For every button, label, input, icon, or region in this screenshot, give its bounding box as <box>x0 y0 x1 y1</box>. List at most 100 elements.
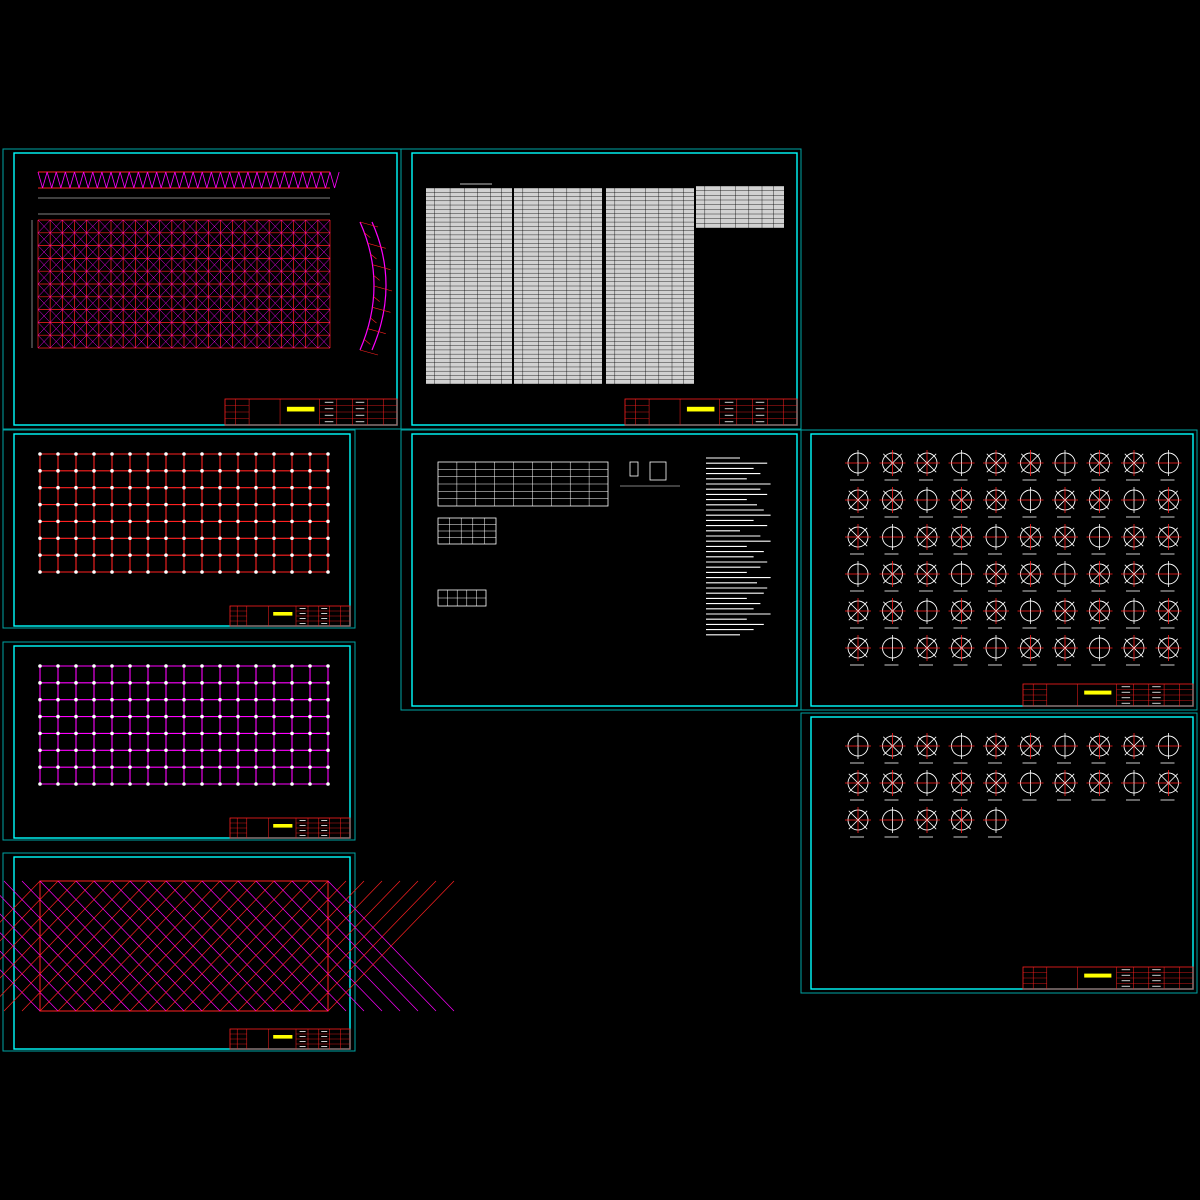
truss-elevation <box>37 171 340 199</box>
node-detail <box>1155 487 1182 518</box>
space-frame-plan <box>31 213 331 349</box>
sheet-border-inner <box>810 716 1194 990</box>
node-detail <box>1155 770 1182 801</box>
sheet-title-label <box>286 406 315 412</box>
schedule-table <box>437 517 497 545</box>
sheet-border-outer <box>400 429 802 711</box>
node-detail <box>948 733 975 764</box>
node-detail <box>845 635 871 666</box>
sheet-title-label <box>686 406 715 412</box>
node-detail <box>1121 635 1147 666</box>
node-detail <box>983 635 1009 666</box>
node-detail <box>983 807 1009 838</box>
sheet-1 <box>2 148 402 430</box>
node-detail <box>948 524 975 555</box>
node-detail <box>1086 733 1113 764</box>
member-schedule-tables <box>426 183 784 385</box>
sheet-7 <box>800 429 1198 711</box>
node-detail <box>1052 450 1078 481</box>
sheet-title-label <box>1084 973 1112 978</box>
lower-chord-grid <box>38 664 330 786</box>
node-detail-grid <box>845 450 1182 666</box>
support-detail-sketch <box>620 461 680 487</box>
sheet-border-outer <box>800 429 1198 711</box>
node-detail <box>1052 524 1078 555</box>
node-detail <box>1017 635 1044 666</box>
node-detail <box>1155 598 1182 629</box>
sheet-title-label <box>273 612 293 616</box>
node-detail <box>948 770 975 801</box>
node-detail <box>948 561 975 592</box>
node-detail <box>879 635 906 666</box>
node-detail <box>948 450 975 481</box>
sheet-2 <box>400 148 802 430</box>
schedule-table <box>437 589 487 607</box>
node-detail <box>845 733 871 764</box>
sheet-title-label <box>1084 690 1112 695</box>
node-detail <box>1086 561 1113 592</box>
node-detail <box>1155 450 1182 481</box>
node-detail <box>1017 450 1044 481</box>
sheet-5 <box>0 852 455 1052</box>
node-detail <box>1052 561 1078 592</box>
node-detail <box>948 487 975 518</box>
sheet-border-outer <box>2 852 356 1052</box>
node-detail <box>845 450 871 481</box>
node-detail <box>1086 598 1113 629</box>
title-block <box>229 605 351 627</box>
node-detail <box>1121 450 1147 481</box>
schedule-table <box>606 187 694 385</box>
sheet-border-outer <box>2 641 356 841</box>
node-detail <box>983 450 1009 481</box>
sheet-8 <box>800 712 1198 994</box>
sheet-title-label <box>273 1035 293 1039</box>
sheet-border-outer <box>2 148 402 430</box>
node-detail <box>1017 598 1044 629</box>
node-detail <box>879 733 906 764</box>
node-detail <box>879 450 906 481</box>
node-detail <box>1121 487 1147 518</box>
side-arch-section <box>359 221 393 356</box>
node-detail <box>879 807 906 838</box>
title-block <box>229 1028 351 1050</box>
node-detail <box>914 450 940 481</box>
title-block <box>624 398 798 426</box>
schedule-table <box>437 461 609 507</box>
upper-chord-grid <box>38 452 330 574</box>
node-detail <box>914 524 940 555</box>
schedule-table <box>514 187 602 385</box>
node-detail-grid <box>845 733 1182 838</box>
node-detail <box>983 770 1009 801</box>
node-detail <box>845 561 871 592</box>
node-detail <box>1052 487 1078 518</box>
node-detail <box>1017 524 1044 555</box>
node-detail <box>845 770 871 801</box>
node-detail <box>983 561 1009 592</box>
node-detail <box>983 733 1009 764</box>
node-detail <box>983 598 1009 629</box>
sheet-border-inner <box>13 152 398 426</box>
sheet-title-label <box>273 824 293 828</box>
node-detail <box>1121 598 1147 629</box>
node-detail <box>948 598 975 629</box>
sheet-border-inner <box>411 152 798 426</box>
node-detail <box>914 807 940 838</box>
node-detail <box>914 487 940 518</box>
node-detail <box>1052 635 1078 666</box>
node-detail <box>845 487 871 518</box>
sheet-4 <box>2 641 356 841</box>
node-detail <box>1155 561 1182 592</box>
node-detail <box>914 561 940 592</box>
title-block <box>229 817 351 839</box>
node-detail <box>1155 635 1182 666</box>
node-detail <box>879 487 906 518</box>
node-detail <box>983 524 1009 555</box>
node-detail <box>1086 635 1113 666</box>
node-detail <box>1121 733 1147 764</box>
node-detail <box>845 807 871 838</box>
node-detail <box>1121 524 1147 555</box>
sheet-border-inner <box>13 433 351 627</box>
node-detail <box>1121 770 1147 801</box>
node-detail <box>1121 561 1147 592</box>
